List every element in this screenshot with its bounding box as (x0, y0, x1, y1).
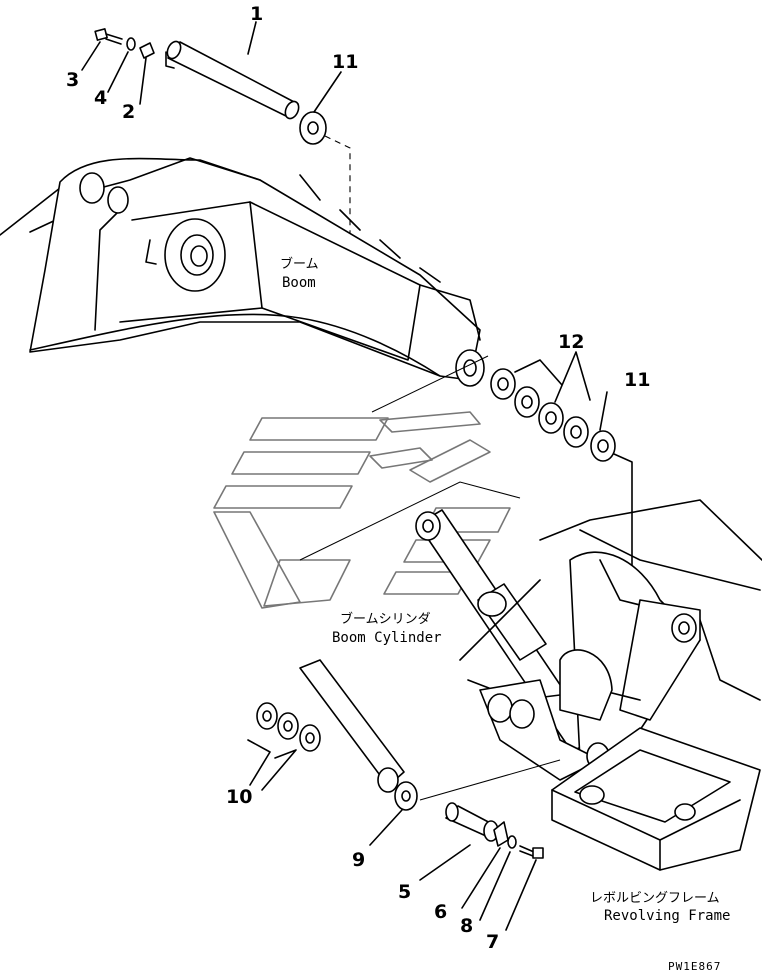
revolving-frame-label-jp: レボルビングフレーム (590, 891, 720, 906)
leader-line (419, 759, 561, 801)
part-10-shims (247, 702, 321, 791)
part-number-8: 8 (460, 915, 473, 937)
part-number-10: 10 (226, 786, 252, 808)
boom-structure (0, 157, 485, 387)
watermark-logo (213, 411, 511, 609)
part-number-5: 5 (398, 881, 411, 903)
leader-line (371, 355, 489, 413)
part-number-1: 1 (250, 3, 263, 25)
part-1-boom-pin (165, 40, 300, 120)
part-3-bolt (94, 28, 123, 45)
boom-cylinder-label-en: Boom Cylinder (332, 630, 442, 646)
part-5-pin (419, 802, 499, 881)
part-number-12: 12 (558, 331, 584, 353)
part-9-washer (369, 781, 418, 846)
leader-line (461, 847, 537, 931)
part-12-shims (490, 351, 591, 448)
boom-cylinder-label-jp: ブームシリンダ (340, 611, 431, 627)
part-number-11-upper: 11 (332, 51, 358, 73)
revolving-frame (459, 499, 762, 871)
drawing-code: PW1E867 (668, 960, 721, 973)
boom-label-en: Boom (282, 275, 316, 291)
leader-line (313, 71, 608, 431)
part-number-2: 2 (122, 101, 135, 123)
part-4-washer (126, 37, 136, 51)
boom-cylinder (299, 509, 597, 793)
part-number-9: 9 (352, 849, 365, 871)
revolving-frame-label-en: Revolving Frame (604, 908, 730, 924)
part-number-11-lower: 11 (624, 369, 650, 391)
part-number-7: 7 (486, 931, 499, 953)
leader-line (81, 21, 257, 105)
part-number-6: 6 (434, 901, 447, 923)
part-7-bolt (519, 845, 544, 859)
part-number-3: 3 (66, 69, 79, 91)
part-number-4: 4 (94, 87, 107, 109)
part-2-plate (139, 42, 155, 59)
leader-line (299, 481, 521, 561)
part-8-washer (507, 835, 517, 849)
boom-label-jp: ブーム (280, 256, 319, 272)
